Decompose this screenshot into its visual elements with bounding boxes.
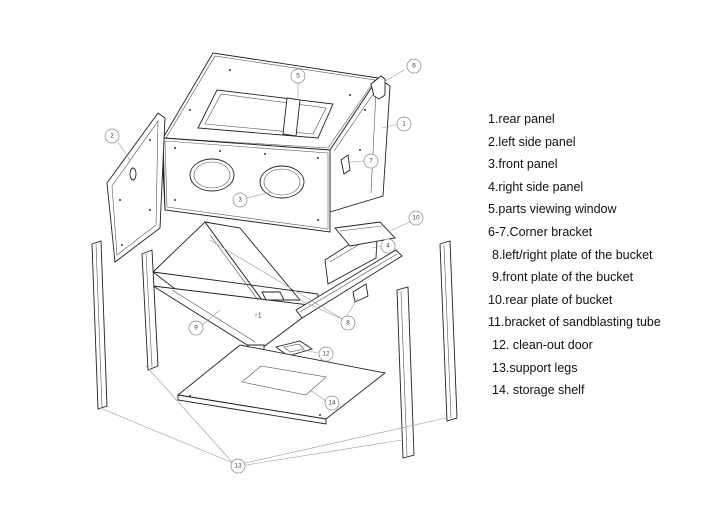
storage-shelf: [176, 344, 387, 425]
svg-text:9: 9: [194, 325, 198, 332]
glove-port-right: [259, 165, 305, 199]
clean-out-door: [274, 340, 314, 357]
corner-bracket-7: [340, 154, 351, 175]
callout-8: 8: [340, 315, 356, 331]
svg-text:13: 13: [234, 463, 242, 470]
callout-9: 9: [188, 320, 204, 336]
rear-plate-of-bucket: [334, 221, 396, 247]
corner-bracket-6: [370, 75, 386, 100]
legend-item: 12. clean-out door: [492, 337, 593, 352]
svg-text:4: 4: [386, 243, 390, 250]
svg-text:10: 10: [412, 215, 420, 222]
svg-text:14: 14: [328, 400, 336, 407]
legend-item: 4.right side panel: [488, 179, 584, 194]
callout-1: 1: [396, 116, 412, 132]
callout-12: 12: [318, 346, 334, 362]
bracket-of-sandblasting-tube: [295, 249, 403, 319]
callout-14: 14: [324, 395, 340, 411]
svg-text:↑1: ↑1: [254, 313, 262, 320]
legend-item: 3.front panel: [488, 157, 558, 172]
callout-10: 10: [408, 210, 424, 226]
glove-port-left: [189, 158, 235, 192]
svg-text:3: 3: [238, 197, 242, 204]
arrow-label-plate: [261, 291, 285, 301]
support-leg-front-right: [396, 286, 415, 459]
legend-item: 11.bracket of sandblasting tube: [488, 315, 661, 330]
legend-item: 10.rear plate of bucket: [488, 292, 613, 307]
legend-item: 8.left/right plate of the bucket: [492, 247, 653, 262]
left-side-panel: [106, 112, 166, 263]
legend-item: 6-7.Corner bracket: [488, 224, 593, 239]
callout-3: 3: [232, 192, 248, 208]
callout-13: 13: [230, 458, 246, 474]
support-leg-rear-right: [439, 240, 458, 422]
legend-item: 5.parts viewing window: [488, 202, 617, 217]
legend-item: 2.left side panel: [488, 134, 576, 149]
svg-text:12: 12: [322, 351, 330, 358]
legend-item: 1.rear panel: [488, 112, 555, 126]
hopper-bucket: ↑1: [152, 221, 320, 359]
legend-item: 13.support legs: [492, 360, 578, 375]
legend-item: 9.front plate of the bucket: [492, 270, 634, 285]
callout-5: 5: [290, 68, 306, 84]
legend-item: 14. storage shelf: [492, 383, 585, 398]
cabinet-top-box: [161, 52, 391, 233]
callout-4: 4: [380, 238, 396, 254]
support-leg-front-left: [91, 240, 108, 410]
svg-text:6: 6: [412, 63, 416, 70]
parts-legend: 1.rear panel 2.left side panel 3.front p…: [488, 108, 713, 402]
svg-text:8: 8: [346, 320, 350, 327]
svg-text:5: 5: [296, 73, 300, 80]
leader-lines: [99, 69, 447, 467]
callout-2: 2: [104, 128, 120, 144]
support-leg-rear-left: [141, 249, 159, 371]
callout-7: 7: [363, 153, 379, 169]
svg-text:1: 1: [402, 121, 406, 128]
svg-text:7: 7: [369, 158, 373, 165]
callout-6: 6: [406, 58, 422, 74]
svg-text:2: 2: [110, 133, 114, 140]
